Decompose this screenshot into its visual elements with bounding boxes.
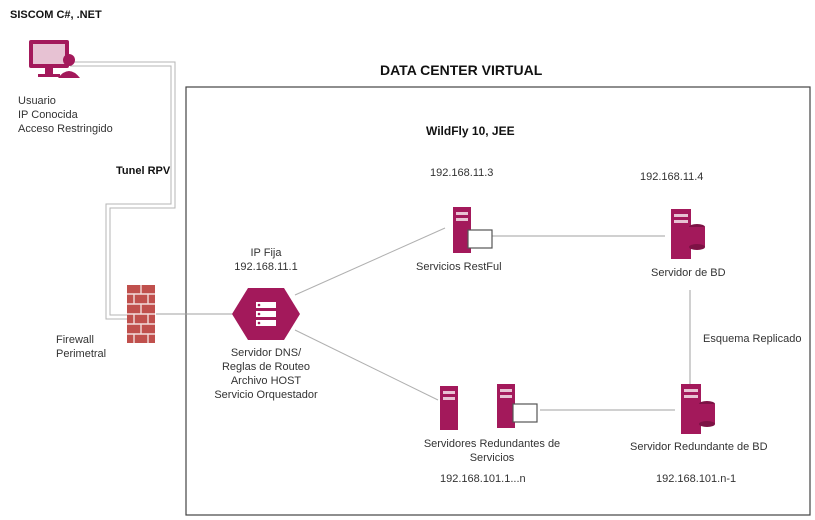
restful-label: Servicios RestFul (416, 261, 502, 273)
dns-redundant-link (294, 329, 439, 401)
dns-description: Servidor DNS/ Reglas de Routeo Archivo H… (200, 346, 332, 402)
redundant-db-server-icon (681, 384, 715, 434)
dns-server-hexagon-icon (232, 288, 300, 340)
firewall-icon (127, 285, 155, 343)
firewall-line: Perimetral (56, 348, 107, 360)
platform-label: WildFly 10, JEE (426, 124, 515, 138)
user-description: Usuario IP Conocida Acceso Restringido (18, 94, 113, 136)
restful-ip: 192.168.11.3 (430, 167, 494, 179)
dns-restful-link (294, 227, 446, 296)
app-title: SISCOM C#, .NET (10, 9, 102, 21)
dns-ip: 192.168.11.1 (234, 261, 298, 273)
user-line: Acceso Restringido (18, 123, 113, 135)
dns-ip-label: IP Fija (250, 247, 282, 259)
datacenter-frame (185, 86, 811, 516)
dns-ip-block: IP Fija 192.168.11.1 (216, 246, 316, 274)
tunnel-label: Tunel RPV (116, 165, 171, 177)
user-line: IP Conocida (18, 109, 78, 121)
replication-label: Esquema Replicado (703, 333, 802, 345)
firewall-line: Firewall (56, 334, 94, 346)
redundant-db-label: Servidor Redundante de BD (630, 441, 768, 453)
restful-server-icon (453, 207, 493, 253)
dns-line: Reglas de Routeo (221, 361, 311, 373)
redundant-service-server-icon (497, 384, 538, 428)
redundant-services-ip: 192.168.101.1...n (440, 473, 526, 485)
dns-line: Archivo HOST (230, 375, 302, 387)
dns-line: Servidor DNS/ (230, 347, 302, 359)
redundant-service-server-icon (440, 386, 458, 430)
redundant-db-ip: 192.168.101.n-1 (656, 473, 737, 485)
tunnel-line-outer (70, 61, 176, 316)
datacenter-title: DATA CENTER VIRTUAL (380, 62, 543, 78)
db-label: Servidor de BD (651, 267, 726, 279)
db-ip: 192.168.11.4 (640, 171, 704, 183)
user-monitor-icon (29, 40, 80, 78)
redundant-services-description: Servidores Redundantes de Servicios (402, 437, 582, 465)
user-line: Usuario (18, 95, 56, 107)
firewall-label: Firewall Perimetral (56, 333, 106, 361)
dns-line: Servicio Orquestador (214, 389, 318, 401)
redundant-services-line: Servicios (469, 452, 515, 464)
tunnel-line-inner (70, 65, 172, 320)
db-server-icon (671, 209, 705, 259)
redundant-services-line: Servidores Redundantes de (423, 438, 561, 450)
